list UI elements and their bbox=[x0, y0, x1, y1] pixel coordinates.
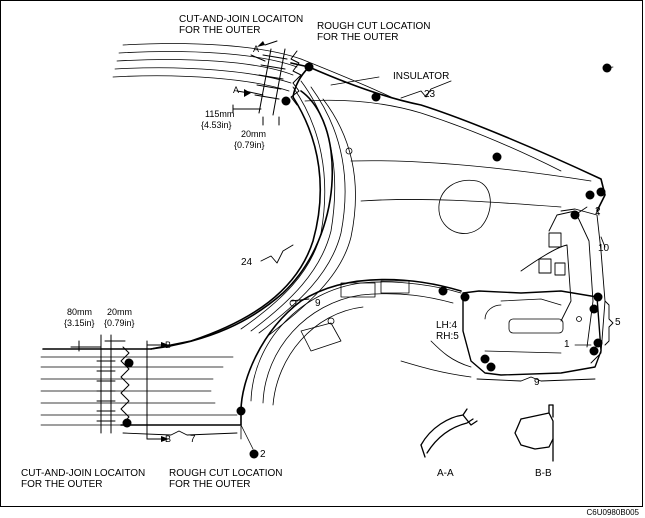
dim-20-top-mm: 20mm bbox=[241, 129, 267, 139]
dim-80-in: {3.15in} bbox=[64, 318, 95, 328]
side-panel-outline bbox=[42, 90, 334, 350]
rear-lower-panel bbox=[462, 290, 602, 376]
top-rough-cut-callout-1: ROUGH CUT LOCATION bbox=[317, 21, 431, 32]
dim-20-bottom-mm: 20mm bbox=[107, 307, 133, 317]
rear-lower-details bbox=[400, 298, 582, 378]
bottom-rough-cut-callout-2: FOR THE OUTER bbox=[169, 479, 251, 490]
section-marker-b-bottom: B bbox=[165, 434, 172, 444]
spot-welds bbox=[122, 62, 612, 459]
rear-lamp-pocket bbox=[520, 208, 606, 364]
bottom-cut-join-callout-2: FOR THE OUTER bbox=[21, 479, 103, 490]
part-9-bottom-label: 9 bbox=[534, 377, 540, 388]
top-cut-lines bbox=[232, 40, 302, 126]
part-9-arch-label: 9 bbox=[315, 298, 321, 309]
figure-code: C6U0980B005 bbox=[586, 508, 639, 517]
section-view-b-b-label: B-B bbox=[535, 468, 552, 479]
section-view-b-b bbox=[514, 404, 554, 462]
dim-115-in: {4.53in} bbox=[201, 120, 232, 130]
part-2-bottom-label: 2 bbox=[260, 449, 266, 460]
section-marker-b-top: B bbox=[165, 340, 172, 350]
bottom-cut-join-callout-1: CUT-AND-JOIN LOCAITON bbox=[21, 468, 146, 479]
dim-20-top-in: {0.79in} bbox=[234, 140, 265, 150]
weld-count-lh: LH:4 bbox=[436, 320, 458, 331]
top-cut-join-callout-2: FOR THE OUTER bbox=[179, 25, 261, 36]
dim-115-mm: 115mm bbox=[205, 109, 235, 119]
small-hole bbox=[345, 147, 353, 155]
sill-outline bbox=[120, 278, 462, 426]
diagram-frame: CUT-AND-JOIN LOCAITON FOR THE OUTER ROUG… bbox=[0, 0, 643, 507]
bottom-rough-cut-callout-1: ROUGH CUT LOCATION bbox=[169, 468, 283, 479]
bottom-cut-lines bbox=[70, 334, 162, 440]
roof-lines bbox=[112, 43, 392, 98]
dim-20-bottom-in: {0.79in} bbox=[104, 318, 135, 328]
leader-lines bbox=[240, 66, 614, 450]
part-1-label: 1 bbox=[564, 339, 570, 350]
part-2-right-label: 2 bbox=[595, 206, 601, 217]
section-marker-a-mid: A bbox=[233, 85, 240, 95]
sill-lines bbox=[40, 356, 240, 426]
outer-panel-outline bbox=[150, 62, 606, 350]
quarter-panel-diagram bbox=[40, 40, 614, 462]
part-5-label: 5 bbox=[615, 317, 621, 328]
bottom-arrows bbox=[161, 342, 169, 442]
section-marker-a-top: A bbox=[253, 44, 260, 54]
dim-80-mm: 80mm bbox=[67, 307, 93, 317]
wheel-arch bbox=[250, 280, 462, 406]
part-24-label: 24 bbox=[241, 257, 253, 268]
top-cut-join-callout-1: CUT-AND-JOIN LOCAITON bbox=[179, 14, 304, 25]
part-7-label: 7 bbox=[190, 434, 196, 445]
section-view-a-a bbox=[420, 408, 478, 458]
section-view-a-a-label: A-A bbox=[437, 468, 454, 479]
top-arrows bbox=[244, 41, 265, 97]
part-10-label: 10 bbox=[598, 243, 610, 254]
weld-count-rh: RH:5 bbox=[436, 331, 459, 342]
part-23-label: 23 bbox=[424, 89, 436, 100]
c-pillar-lines bbox=[240, 80, 592, 336]
fuel-door bbox=[438, 179, 491, 234]
top-rough-cut-callout-2: FOR THE OUTER bbox=[317, 32, 399, 43]
part-braces bbox=[122, 80, 614, 436]
insulator-label: INSULATOR bbox=[393, 71, 450, 82]
